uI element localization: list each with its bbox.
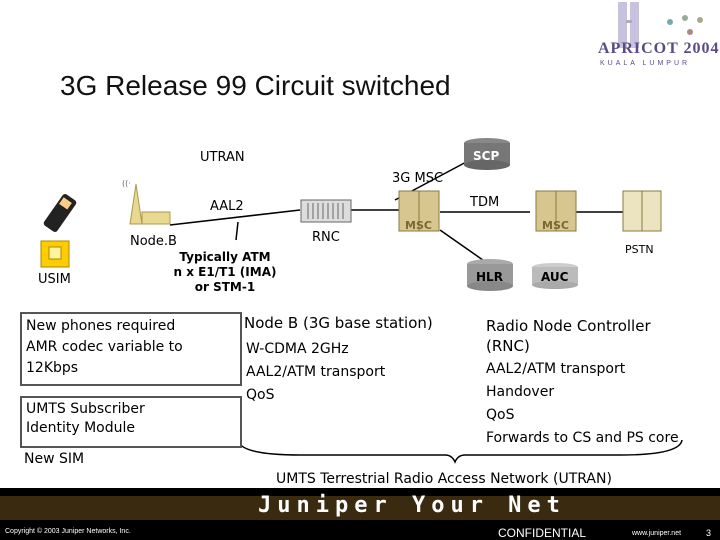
atm-pointer [235,221,239,241]
rnc-note-item: QoS [486,407,515,423]
phones-note-box: New phones required AMR codec variable t… [20,312,242,386]
hlr-label: HLR [476,270,503,284]
auc-label: AUC [541,270,569,284]
rnc-notes-list: AAL2/ATM transport Handover QoS Forwards… [486,358,679,450]
footer-copyright: Copyright © 2003 Juniper Networks, Inc. [5,528,131,535]
utran-label: UTRAN [200,150,245,165]
aal2-link [169,209,301,226]
footer-url: www.juniper.net [632,530,682,537]
msc-hlr-link [439,229,491,266]
nodeb-note-item: AAL2/ATM transport [246,364,386,380]
rnc-label: RNC [312,230,340,245]
usim-note-box: UMTS Subscriber Identity Module [20,396,242,448]
nodeb-note-item: W-CDMA 2GHz [246,341,349,357]
atm-note-line: Typically ATM [179,250,271,264]
logo-subtitle: KUALA LUMPUR [600,60,691,67]
tdm-label: TDM [470,195,500,210]
nodeb-tower-icon: ((· [122,179,171,225]
apricot-logo [618,2,703,48]
footer-brand: Juniper Your Net [258,493,566,518]
msc-2g-icon [535,190,577,232]
auc-database-icon [532,263,578,289]
nodeb-label: Node.B [130,234,177,249]
phones-note-line: 12Kbps [26,360,79,376]
rnc-note-item: Handover [486,384,555,400]
msc-3g-title: 3G MSC [392,171,444,186]
usim-note-line: UMTS Subscriber [26,401,145,417]
svg-text:((·: ((· [122,179,131,188]
logo-title: APRICOT 2004 [598,40,720,57]
pstn-switch-icon [622,190,662,232]
usim-label: USIM [38,272,71,287]
utran-caption: UMTS Terrestrial Radio Access Network (U… [276,471,612,487]
scp-label: SCP [473,149,500,163]
nodeb-notes-heading: Node B (3G base station) [244,314,433,332]
utran-brace [237,439,683,464]
msc-2g-label: MSC [542,219,569,232]
new-sim-note: New SIM [24,451,85,467]
rnc-note-item: AAL2/ATM transport [486,361,626,377]
atm-note-line: n x E1/T1 (IMA) [173,265,277,279]
msc-3g-label: MSC [405,219,432,232]
atm-note-line: or STM-1 [194,280,256,294]
footer-confidential: CONFIDENTIAL [498,526,587,540]
rnc-note-item: Forwards to CS and PS core [486,430,679,446]
mobile-phone-icon [43,194,77,232]
phones-note-line: AMR codec variable to [26,339,183,355]
rnc-notes-heading: Radio Node Controller (RNC) [486,317,651,355]
atm-transport-note: Typically ATM n x E1/T1 (IMA) or STM-1 [172,250,278,295]
nodeb-note-item: QoS [246,387,275,403]
msc-3g-icon [398,190,440,232]
scp-database-icon [464,138,510,170]
footer-page-number: 3 [706,528,712,538]
hlr-database-icon [467,259,513,291]
phones-note-line: New phones required [26,318,176,334]
slide-title: 3G Release 99 Circuit switched [60,70,451,101]
pstn-label: PSTN [625,243,654,256]
usim-card-icon [40,240,70,268]
aal2-label: AAL2 [210,199,244,214]
footer-banner [0,496,720,520]
rnc-device-icon [300,199,352,223]
usim-note-line: Identity Module [26,420,136,436]
nodeb-notes-list: W-CDMA 2GHz AAL2/ATM transport QoS [246,338,385,407]
